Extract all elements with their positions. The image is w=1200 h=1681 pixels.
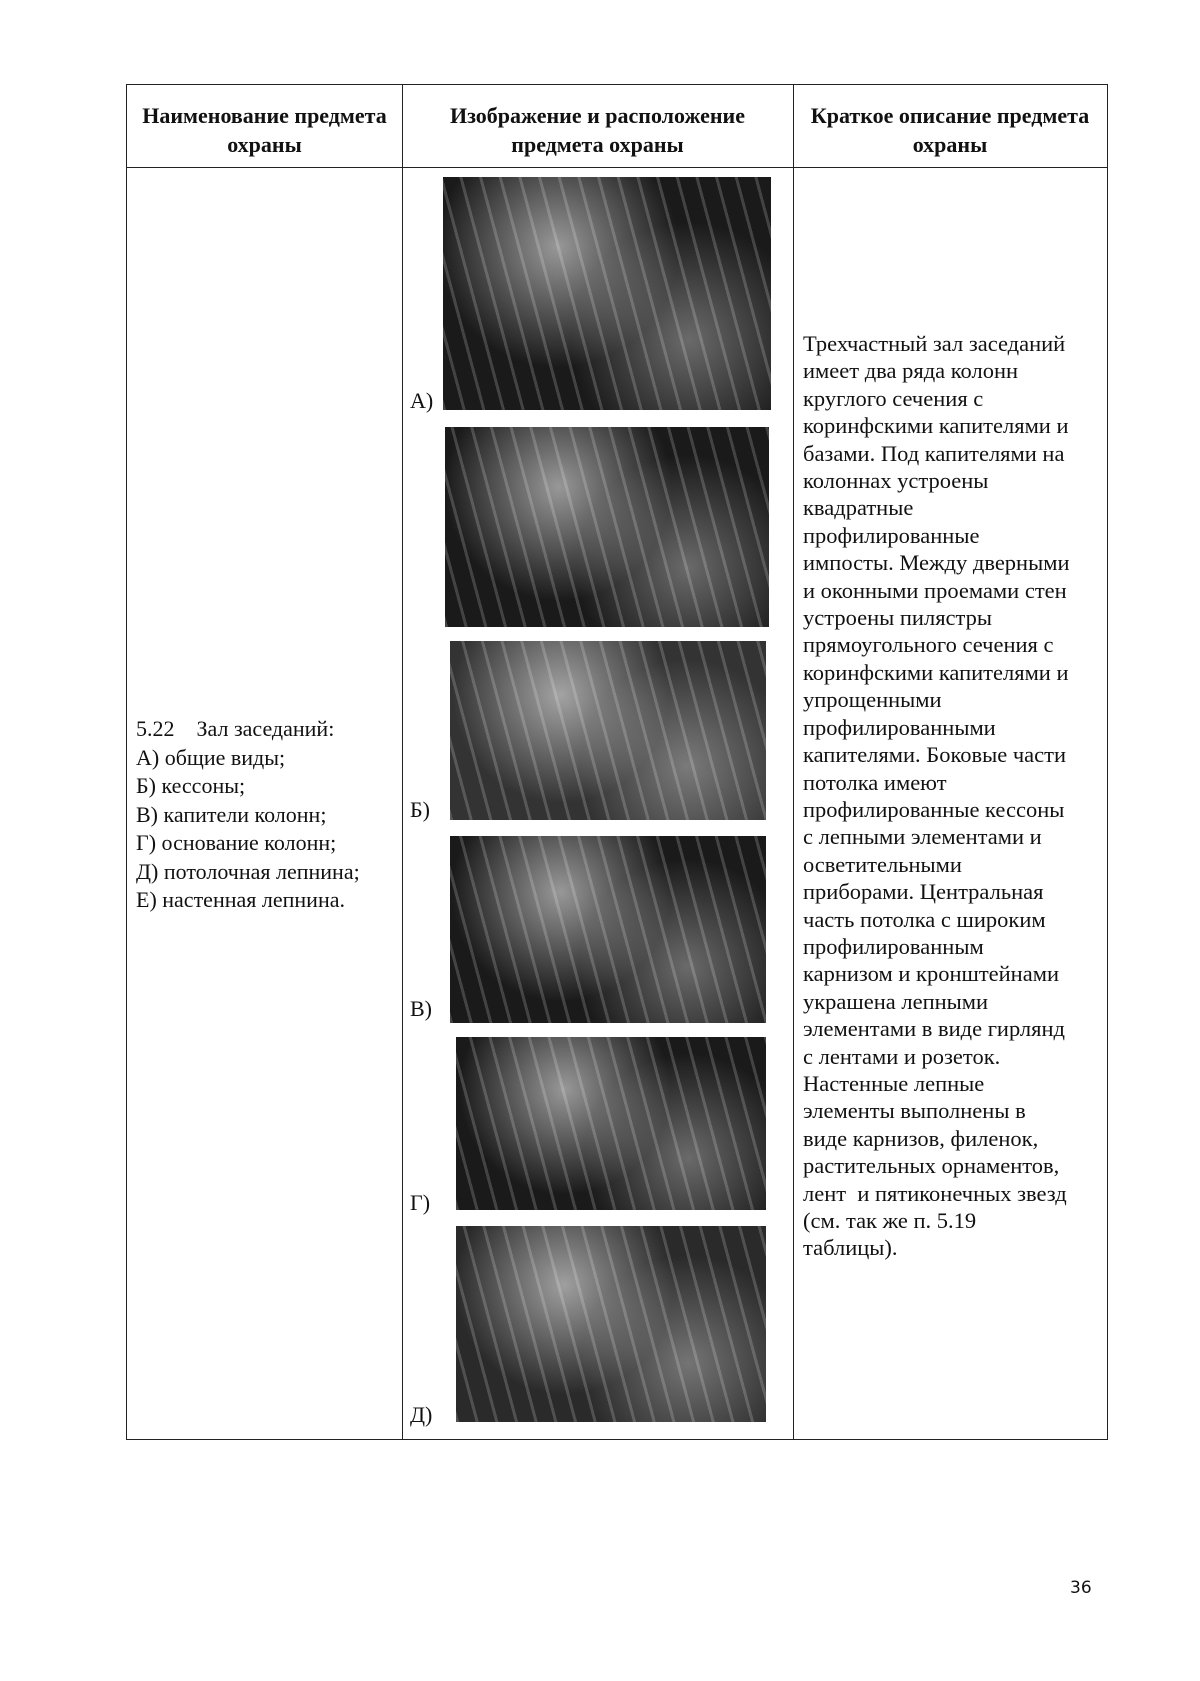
description-line: осветительными — [803, 851, 962, 877]
description-line: (см. так же п. 5.19 — [803, 1208, 977, 1233]
description-line: с лентами и розеток. — [803, 1043, 1001, 1069]
column-divider — [402, 85, 403, 1439]
description-line: Настенные лепные — [803, 1070, 985, 1096]
header-image: Изображение и расположение предмета охра… — [449, 103, 745, 157]
description-line: карнизом и кронштейнами — [803, 961, 1059, 987]
description-line: и оконными проемами стен — [803, 577, 1067, 603]
description-line: Трехчастный зал заседаний — [803, 331, 1066, 356]
description-line: имеет два ряда колонн — [803, 358, 1019, 384]
description-line: базами. Под капителями на — [803, 440, 1065, 466]
description-line: профилированным — [803, 933, 984, 959]
description-line: квадратные — [803, 495, 914, 521]
header-divider — [127, 167, 1107, 168]
name-line: Б) кессоны; — [136, 773, 246, 798]
photo-column-capitals — [450, 836, 766, 1023]
name-line: 5.22 Зал заседаний: — [136, 716, 335, 741]
photo-label: В) — [410, 996, 432, 1021]
description-line: виде карнизов, филенок, — [803, 1125, 1039, 1151]
description-line: часть потолка с широким — [803, 906, 1046, 932]
description-line: украшена лепными — [803, 988, 989, 1014]
heritage-table: Наименование предмета охраны Изображение… — [126, 84, 1108, 1440]
header-description: Краткое описание предмета охраны — [810, 103, 1090, 157]
description-line: упрощенными — [803, 687, 942, 713]
description-line: колоннах устроены — [803, 468, 989, 494]
header-name: Наименование предмета охраны — [142, 103, 387, 157]
description-line: импосты. Между дверными — [803, 550, 1070, 576]
description-line: устроены пилястры — [803, 605, 993, 631]
description-line: прямоугольного сечения с — [803, 632, 1054, 658]
description-line: коринфскими капителями и — [803, 659, 1069, 685]
description-line: приборами. Центральная — [803, 879, 1044, 905]
name-line: Д) потолочная лепнина; — [136, 858, 360, 884]
name-line: Г) основание колонн; — [136, 830, 337, 855]
photo-general-view — [443, 177, 771, 410]
name-line: В) капители колонн; — [136, 801, 327, 827]
photo-column-base — [456, 1037, 766, 1210]
name-line: Е) настенная лепнина. — [136, 887, 345, 912]
description-line: профилированные — [803, 522, 980, 548]
description-line: круглого сечения с — [803, 385, 984, 411]
description-line: капителями. Боковые части — [803, 742, 1067, 768]
description-line: таблицы). — [803, 1235, 898, 1261]
photo-coffers — [445, 427, 769, 627]
page-number: 36 — [1070, 1578, 1092, 1598]
item-name: 5.22 Зал заседаний: А) общие виды; Б) ке… — [136, 715, 360, 915]
photo-label: Б) — [410, 797, 430, 822]
name-line: А) общие виды; — [136, 744, 286, 770]
description-line: коринфскими капителями и — [803, 413, 1069, 439]
description-line: элементами в виде гирлянд — [803, 1016, 1065, 1042]
photo-label: А) — [410, 388, 434, 413]
description-line: элементы выполнены в — [803, 1098, 1026, 1124]
photo-label: Г) — [410, 1190, 431, 1215]
description-line: с лепными элементами и — [803, 824, 1042, 850]
column-divider — [793, 85, 794, 1439]
description-line: растительных орнаментов, — [803, 1153, 1060, 1179]
description-line: лент и пятиконечных звезд — [803, 1180, 1067, 1206]
description-line: потолка имеют — [803, 769, 947, 795]
description-line: профилированные кессоны — [803, 796, 1065, 822]
photo-ceiling-moulding — [456, 1226, 766, 1422]
description-line: профилированными — [803, 714, 996, 740]
photo-label: Д) — [410, 1402, 433, 1427]
photo-column-capital — [450, 641, 766, 820]
